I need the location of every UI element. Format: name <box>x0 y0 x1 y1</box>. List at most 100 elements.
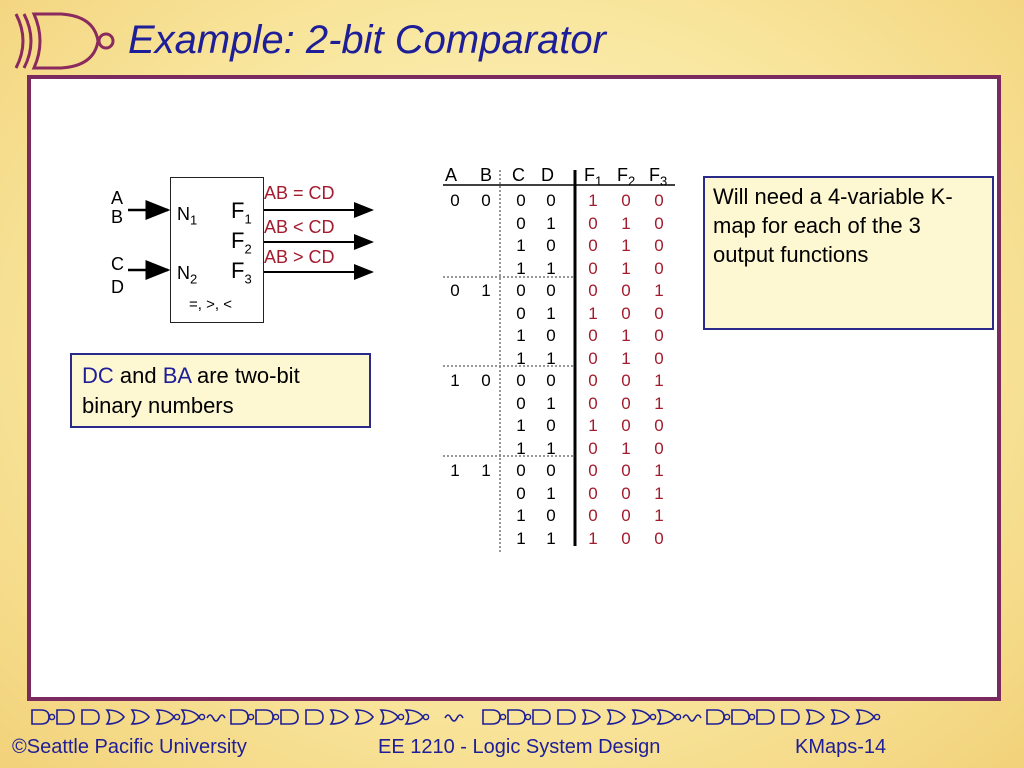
cell-c: 0 <box>516 303 526 323</box>
cell-c: 0 <box>516 371 526 390</box>
cell-f2: 1 <box>621 326 631 345</box>
cell-d: 1 <box>546 213 556 233</box>
comparator-block: N1 N2 F1 F2 F3 =, >, < <box>170 177 264 323</box>
header-c: C <box>512 165 525 185</box>
cell-f1: 0 <box>588 506 598 525</box>
cell-a: 1 <box>450 461 460 480</box>
cell-d: 1 <box>546 438 556 458</box>
cell-d: 0 <box>546 191 556 210</box>
cell-f1: 1 <box>588 416 598 435</box>
f3-label: F3 <box>231 258 252 287</box>
cell-d: 1 <box>546 348 556 368</box>
cell-f1: 0 <box>588 461 598 480</box>
cell-b: 1 <box>481 461 491 480</box>
cell-f3: 1 <box>654 461 664 480</box>
header-f3: F3 <box>649 165 668 189</box>
cell-f2: 0 <box>621 281 631 300</box>
cell-f1: 0 <box>588 483 598 503</box>
cell-f3: 0 <box>654 191 664 210</box>
cell-f3: 0 <box>654 326 664 345</box>
header-a: A <box>445 165 458 185</box>
footer-copyright: ©Seattle Pacific University <box>12 736 247 758</box>
cell-d: 1 <box>546 393 556 413</box>
cell-f3: 0 <box>654 213 664 233</box>
rest-text: are two-bit <box>190 363 300 388</box>
header-f2: F2 <box>617 165 636 189</box>
cell-f1: 0 <box>588 348 598 368</box>
cell-f1: 0 <box>588 258 598 278</box>
cell-d: 0 <box>546 506 556 525</box>
cell-c: 0 <box>516 483 526 503</box>
cell-c: 0 <box>516 461 526 480</box>
binary-numbers-text: binary numbers <box>82 393 234 418</box>
cell-c: 1 <box>516 236 526 255</box>
cell-b: 0 <box>481 191 491 210</box>
note-binary-numbers: DC and BA are two-bit binary numbers <box>70 353 371 428</box>
cell-f2: 0 <box>621 371 631 390</box>
input-label-a: A <box>111 188 124 208</box>
cell-f1: 0 <box>588 281 598 300</box>
cell-f3: 0 <box>654 348 664 368</box>
input-label-c: C <box>111 254 124 274</box>
cell-f2: 0 <box>621 483 631 503</box>
output-label-gt: AB > CD <box>264 247 335 267</box>
cell-f3: 0 <box>654 438 664 458</box>
cell-f2: 1 <box>621 438 631 458</box>
cell-f3: 1 <box>654 483 664 503</box>
header-b: B <box>480 165 493 185</box>
content-frame: A B C D N1 N2 F1 F2 F3 =, >, < AB = CD A… <box>27 75 1001 701</box>
footer: ©Seattle Pacific University EE 1210 - Lo… <box>0 736 1024 764</box>
ops-label: =, >, < <box>189 296 232 313</box>
cell-c: 0 <box>516 393 526 413</box>
output-label-lt: AB < CD <box>264 217 335 237</box>
cell-d: 1 <box>546 303 556 323</box>
cell-b: 0 <box>481 371 491 390</box>
cell-f1: 0 <box>588 236 598 255</box>
footer-gate-strip <box>31 709 881 725</box>
table-lines <box>443 170 675 554</box>
cell-f1: 0 <box>588 438 598 458</box>
cell-f2: 1 <box>621 258 631 278</box>
cell-f1: 0 <box>588 393 598 413</box>
dc-text: DC <box>82 363 114 388</box>
footer-slide-id: KMaps-14 <box>795 736 887 758</box>
cell-d: 0 <box>546 281 556 300</box>
cell-f1: 0 <box>588 371 598 390</box>
output-label-eq: AB = CD <box>264 183 335 203</box>
cell-f3: 0 <box>654 303 664 323</box>
cell-f1: 0 <box>588 326 598 345</box>
n2-label: N2 <box>177 263 198 287</box>
cell-f2: 0 <box>621 303 631 323</box>
cell-c: 1 <box>516 258 526 278</box>
cell-d: 0 <box>546 371 556 390</box>
cell-f2: 0 <box>621 393 631 413</box>
cell-d: 0 <box>546 461 556 480</box>
cell-c: 0 <box>516 191 526 210</box>
cell-c: 1 <box>516 348 526 368</box>
cell-a: 0 <box>450 281 460 300</box>
cell-d: 1 <box>546 483 556 503</box>
cell-d: 0 <box>546 416 556 435</box>
and-text: and <box>113 363 163 388</box>
cell-f3: 1 <box>654 393 664 413</box>
cell-f2: 1 <box>621 348 631 368</box>
note-kmap: Will need a 4-variable K-map for each of… <box>703 176 994 330</box>
cell-c: 1 <box>516 528 526 548</box>
cell-f1: 1 <box>588 303 598 323</box>
cell-f2: 0 <box>621 461 631 480</box>
cell-f1: 0 <box>588 213 598 233</box>
cell-f1: 1 <box>588 528 598 548</box>
cell-f3: 1 <box>654 371 664 390</box>
cell-f3: 0 <box>654 236 664 255</box>
cell-f2: 1 <box>621 236 631 255</box>
input-label-d: D <box>111 277 124 297</box>
cell-f3: 0 <box>654 416 664 435</box>
cell-f2: 1 <box>621 213 631 233</box>
n1-label: N1 <box>177 204 198 228</box>
cell-c: 1 <box>516 438 526 458</box>
cell-c: 1 <box>516 416 526 435</box>
cell-c: 1 <box>516 326 526 345</box>
cell-d: 0 <box>546 236 556 255</box>
f1-label: F1 <box>231 198 252 227</box>
cell-f3: 1 <box>654 281 664 300</box>
